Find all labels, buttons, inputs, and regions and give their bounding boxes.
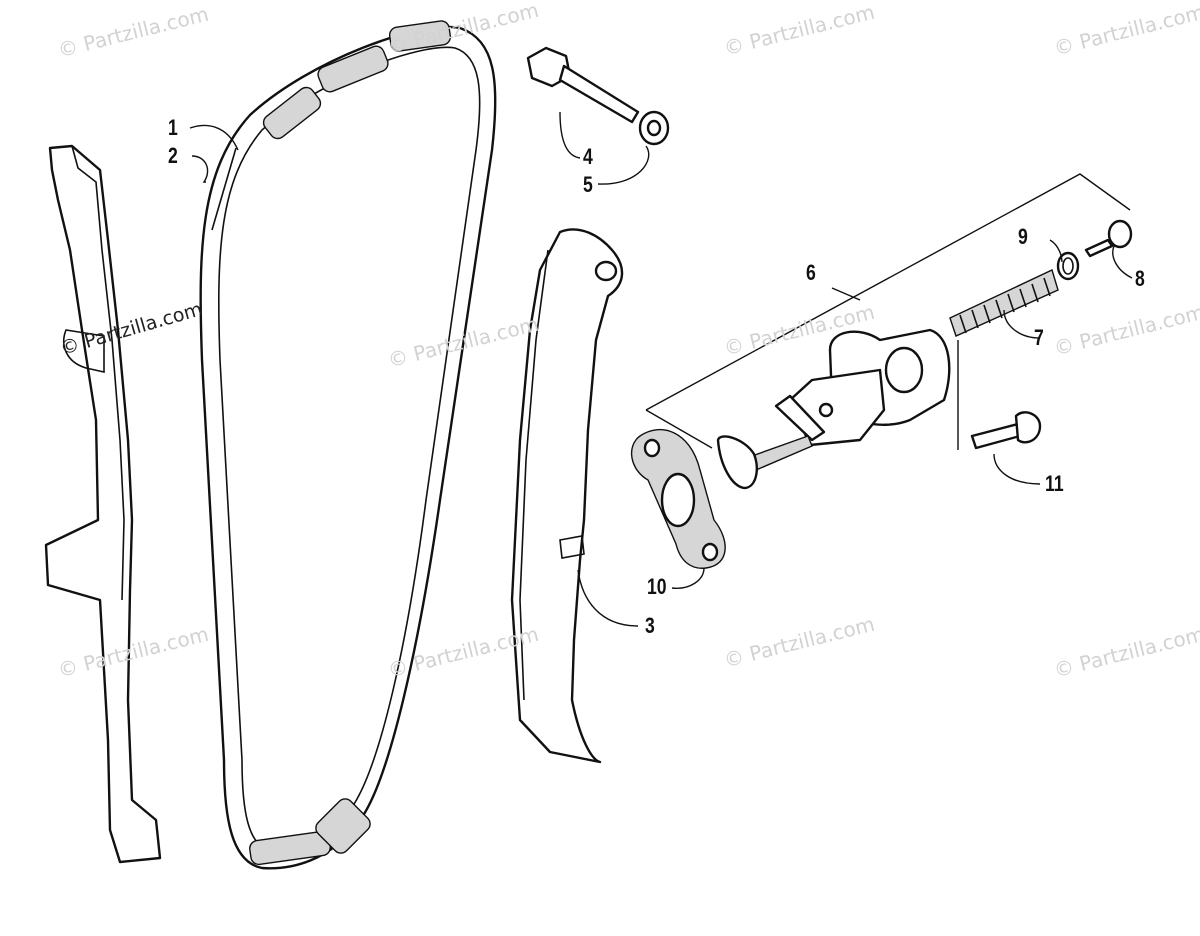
chain-tensioner-icon[interactable]: [716, 328, 951, 490]
callout-8[interactable]: 8: [1135, 266, 1145, 291]
callout-6[interactable]: 6: [806, 260, 816, 285]
tensioner-guide-icon[interactable]: [510, 228, 624, 764]
chain-guide-icon[interactable]: [44, 144, 162, 864]
callout-11[interactable]: 11: [1045, 471, 1064, 496]
callout-5[interactable]: 5: [583, 172, 593, 197]
callout-3[interactable]: 3: [645, 613, 655, 638]
tensioner-bolt-icon[interactable]: [970, 411, 1042, 450]
callout-9[interactable]: 9: [1018, 224, 1028, 249]
callout-7[interactable]: 7: [1034, 325, 1044, 350]
gasket-icon[interactable]: [630, 428, 726, 569]
callout-4[interactable]: 4: [583, 144, 593, 169]
callout-10[interactable]: 10: [647, 574, 667, 599]
washer-icon[interactable]: [638, 110, 670, 146]
bolt-icon[interactable]: [526, 46, 640, 124]
callout-2[interactable]: 2: [168, 143, 178, 168]
o-ring-icon[interactable]: [1056, 251, 1080, 281]
spring-icon[interactable]: [949, 269, 1059, 337]
plug-icon[interactable]: [1084, 219, 1133, 258]
cam-chain-icon[interactable]: [199, 20, 497, 870]
callout-1[interactable]: 1: [168, 115, 178, 140]
